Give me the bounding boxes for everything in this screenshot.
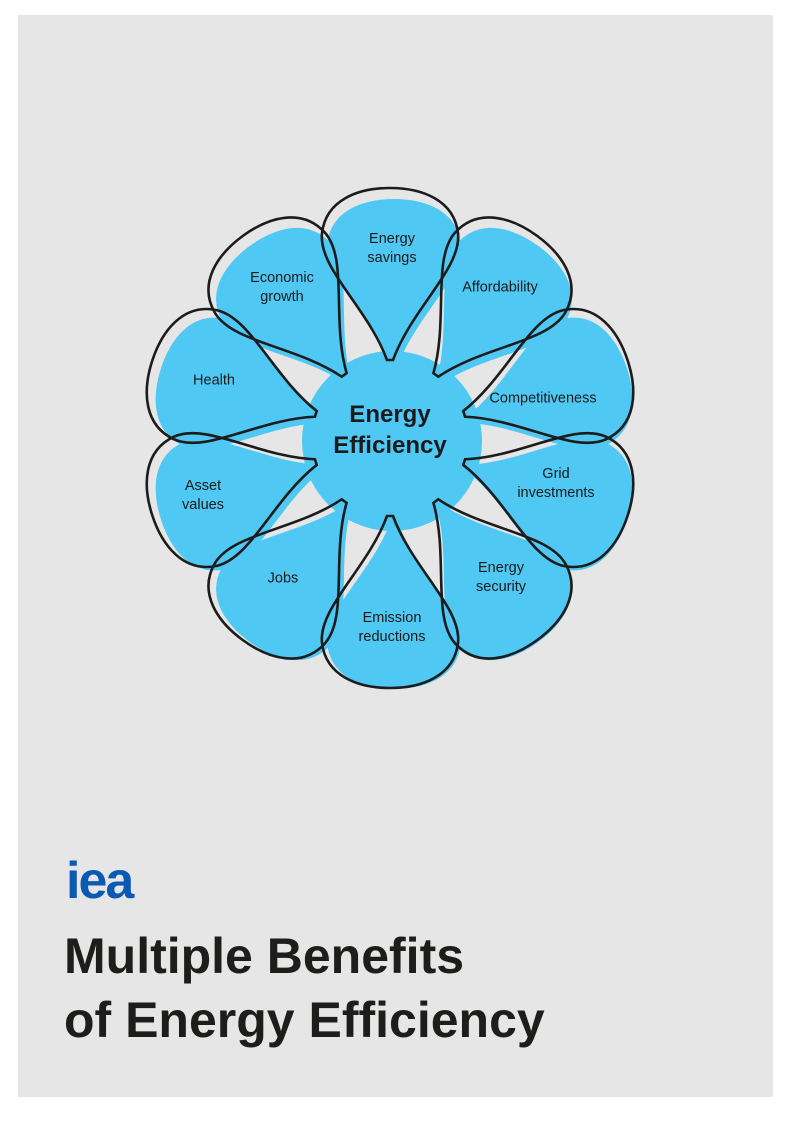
diagram-center-label: Energy Efficiency: [333, 401, 447, 459]
petal-fill: [155, 317, 323, 449]
petal-label-asset-values: Asset values: [182, 478, 224, 513]
petal-label-competitiveness: Competitiveness: [489, 390, 597, 407]
petal-outline: [431, 497, 573, 660]
title-line-2: of Energy Efficiency: [64, 992, 545, 1048]
petal-fill: [155, 439, 323, 571]
petal-outline: [320, 514, 460, 690]
petal-fill: [436, 227, 572, 384]
petal-outline: [461, 307, 635, 445]
iea-logo: iea: [66, 852, 134, 910]
petal-outline: [145, 431, 319, 569]
petal-label-health: Health: [193, 372, 235, 389]
petal-outline: [207, 497, 349, 660]
petal-label-energy-savings: Energy savings: [367, 231, 417, 266]
petal-outline: [145, 307, 319, 445]
petal-outline: [207, 216, 349, 379]
flower-center: [302, 351, 482, 531]
petal-fill: [327, 199, 461, 368]
petal-fill: [465, 439, 633, 571]
petal-label-energy-security: Energy security: [476, 560, 526, 595]
petal-fill: [436, 504, 572, 661]
petal-label-emission-reductions: Emission reductions: [358, 610, 426, 645]
petal-fill: [327, 520, 461, 689]
petal-outline: [461, 431, 635, 569]
petal-outline: [431, 216, 573, 379]
petal-fill: [216, 227, 352, 384]
petal-label-economic-growth: Economic growth: [250, 270, 314, 305]
report-title: Multiple Benefits of Energy Efficiency: [64, 924, 545, 1052]
petal-label-affordability: Affordability: [462, 279, 538, 296]
petal-label-grid-investments: Grid investments: [517, 466, 595, 501]
petal-fill: [216, 504, 352, 661]
petal-outline: [320, 186, 460, 362]
title-line-1: Multiple Benefits: [64, 928, 465, 984]
petal-fill: [465, 317, 633, 449]
petal-label-jobs: Jobs: [267, 570, 299, 587]
